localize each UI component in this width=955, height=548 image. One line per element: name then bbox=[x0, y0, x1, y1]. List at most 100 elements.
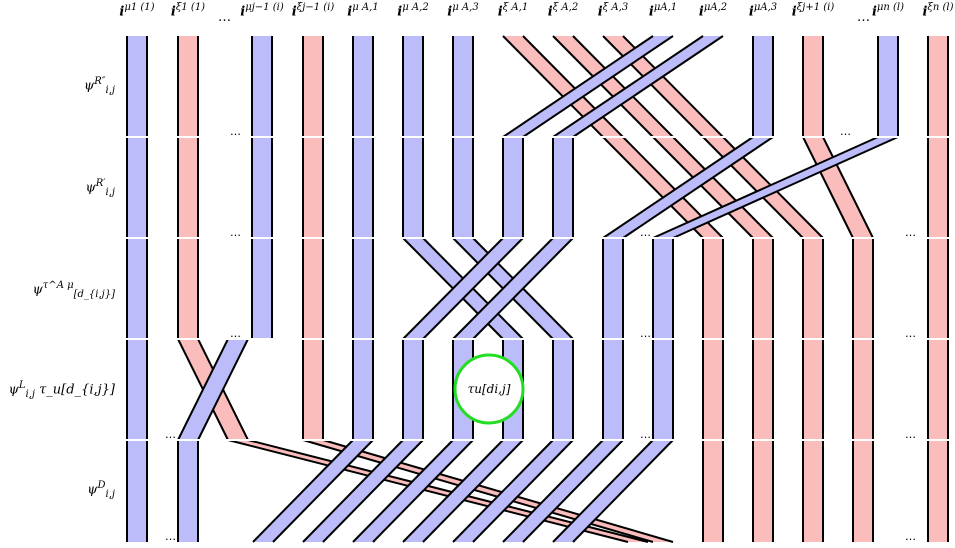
strand-row4-6 bbox=[352, 439, 474, 543]
strand-row3-0 bbox=[126, 339, 148, 440]
gap-dots: … bbox=[230, 125, 241, 138]
strand-row4-13 bbox=[802, 440, 824, 542]
strand-row2-1 bbox=[177, 238, 199, 339]
gap-dots: … bbox=[230, 226, 241, 239]
strand-row1-4 bbox=[352, 137, 374, 238]
column-label: iμA,1 bbox=[648, 2, 678, 20]
header-dots: … bbox=[218, 10, 231, 25]
strand-row3-9 bbox=[602, 339, 624, 440]
column-label: iξ A,1 bbox=[497, 2, 529, 20]
strand-row4-5 bbox=[302, 439, 424, 543]
strand-row0-5 bbox=[402, 36, 424, 137]
strand-row1-0 bbox=[126, 137, 148, 238]
strand-row2-10 bbox=[652, 238, 674, 339]
strand-row4-1 bbox=[177, 440, 199, 542]
strand-row3-14 bbox=[852, 339, 874, 440]
strand-row4-11 bbox=[702, 440, 724, 542]
gap-dots: … bbox=[840, 125, 851, 138]
strand-row1-15 bbox=[927, 137, 949, 238]
strand-row2-4 bbox=[352, 238, 374, 339]
strand-row0-14 bbox=[877, 36, 899, 137]
strand-row1-10 bbox=[652, 136, 774, 239]
strand-row0-2 bbox=[251, 36, 273, 137]
strand-row1-5 bbox=[402, 137, 424, 238]
column-label: iμ1 (1) bbox=[119, 2, 155, 20]
strand-row1-3 bbox=[302, 137, 324, 238]
strand-row1-12 bbox=[602, 136, 774, 239]
strand-row2-13 bbox=[802, 238, 824, 339]
column-label: iμ A,3 bbox=[447, 2, 479, 20]
strand-row1-6 bbox=[452, 137, 474, 238]
strand-row1-2 bbox=[251, 137, 273, 238]
strand-row3-3 bbox=[302, 339, 324, 440]
column-label: iμn (l) bbox=[871, 2, 905, 20]
strand-row4-9 bbox=[502, 439, 624, 543]
strand-row2-8 bbox=[452, 237, 574, 340]
strand-row4-0 bbox=[126, 440, 148, 542]
gap-dots: … bbox=[640, 226, 651, 239]
column-label: iξ1 (1) bbox=[170, 2, 206, 20]
row-label: ψR″i,j bbox=[84, 76, 115, 96]
gap-dots: … bbox=[905, 327, 916, 340]
strand-row4-7 bbox=[402, 439, 524, 543]
strand-row3-15 bbox=[927, 339, 949, 440]
column-label: iμ A,1 bbox=[347, 2, 379, 20]
strand-row0-6 bbox=[452, 36, 474, 137]
strand-row3-13 bbox=[802, 339, 824, 440]
strand-row0-11 bbox=[552, 35, 724, 138]
strand-row3-10 bbox=[652, 339, 674, 440]
strand-row4-12 bbox=[752, 440, 774, 542]
strand-row1-14 bbox=[652, 136, 899, 239]
row-label: ψτ^A μ[d_{i,j}] bbox=[32, 280, 115, 300]
strand-row0-0 bbox=[126, 36, 148, 137]
strand-row1-8 bbox=[552, 137, 574, 238]
strand-row2-2 bbox=[251, 238, 273, 339]
row-label: ψDi,j bbox=[87, 480, 115, 500]
strand-row2-9 bbox=[602, 238, 624, 339]
strand-row1-7 bbox=[502, 137, 524, 238]
strand-row3-4 bbox=[352, 339, 374, 440]
strand-row0-15 bbox=[927, 36, 949, 137]
strand-row0-1 bbox=[177, 36, 199, 137]
strand-row2-14 bbox=[852, 238, 874, 339]
gap-dots: … bbox=[640, 428, 651, 441]
strand-row0-13 bbox=[802, 36, 824, 137]
strand-row3-2 bbox=[177, 338, 249, 441]
strand-row4-8 bbox=[452, 439, 574, 543]
gap-dots: … bbox=[230, 327, 241, 340]
strand-row3-12 bbox=[752, 339, 774, 440]
strand-row2-7 bbox=[402, 237, 524, 340]
strand-row2-11 bbox=[702, 238, 724, 339]
column-label: iμ A,2 bbox=[397, 2, 429, 20]
strand-row3-5 bbox=[402, 339, 424, 440]
column-label: iξ A,3 bbox=[597, 2, 629, 20]
gap-dots: … bbox=[165, 530, 176, 543]
gap-dots: … bbox=[905, 530, 916, 543]
header-dots: … bbox=[857, 10, 870, 25]
strand-row0-8 bbox=[552, 35, 674, 138]
strand-row0-3 bbox=[302, 36, 324, 137]
strand-row2-15 bbox=[927, 238, 949, 339]
strand-row1-1 bbox=[177, 137, 199, 238]
strand-row4-15 bbox=[927, 440, 949, 542]
column-label: iξj+1 (i) bbox=[791, 2, 835, 20]
tau-node bbox=[453, 353, 525, 425]
strand-row3-11 bbox=[702, 339, 724, 440]
strand-row4-4 bbox=[252, 439, 374, 543]
column-label: iμj−1 (i) bbox=[240, 2, 284, 20]
column-label: iμA,2 bbox=[698, 2, 728, 20]
column-label: iξj−1 (i) bbox=[291, 2, 335, 20]
strand-row2-3 bbox=[302, 238, 324, 339]
column-label: iξn (l) bbox=[922, 2, 954, 20]
strand-row3-8 bbox=[552, 339, 574, 440]
strand-row4-10 bbox=[552, 439, 674, 543]
strand-row4-14 bbox=[852, 440, 874, 542]
gap-dots: … bbox=[905, 226, 916, 239]
strand-row2-12 bbox=[752, 238, 774, 339]
column-label: iξ A,2 bbox=[547, 2, 579, 20]
gap-dots: … bbox=[165, 428, 176, 441]
gap-dots: … bbox=[640, 327, 651, 340]
row-label: ψLi,j τ_u[d_{i,j}] bbox=[8, 380, 115, 400]
